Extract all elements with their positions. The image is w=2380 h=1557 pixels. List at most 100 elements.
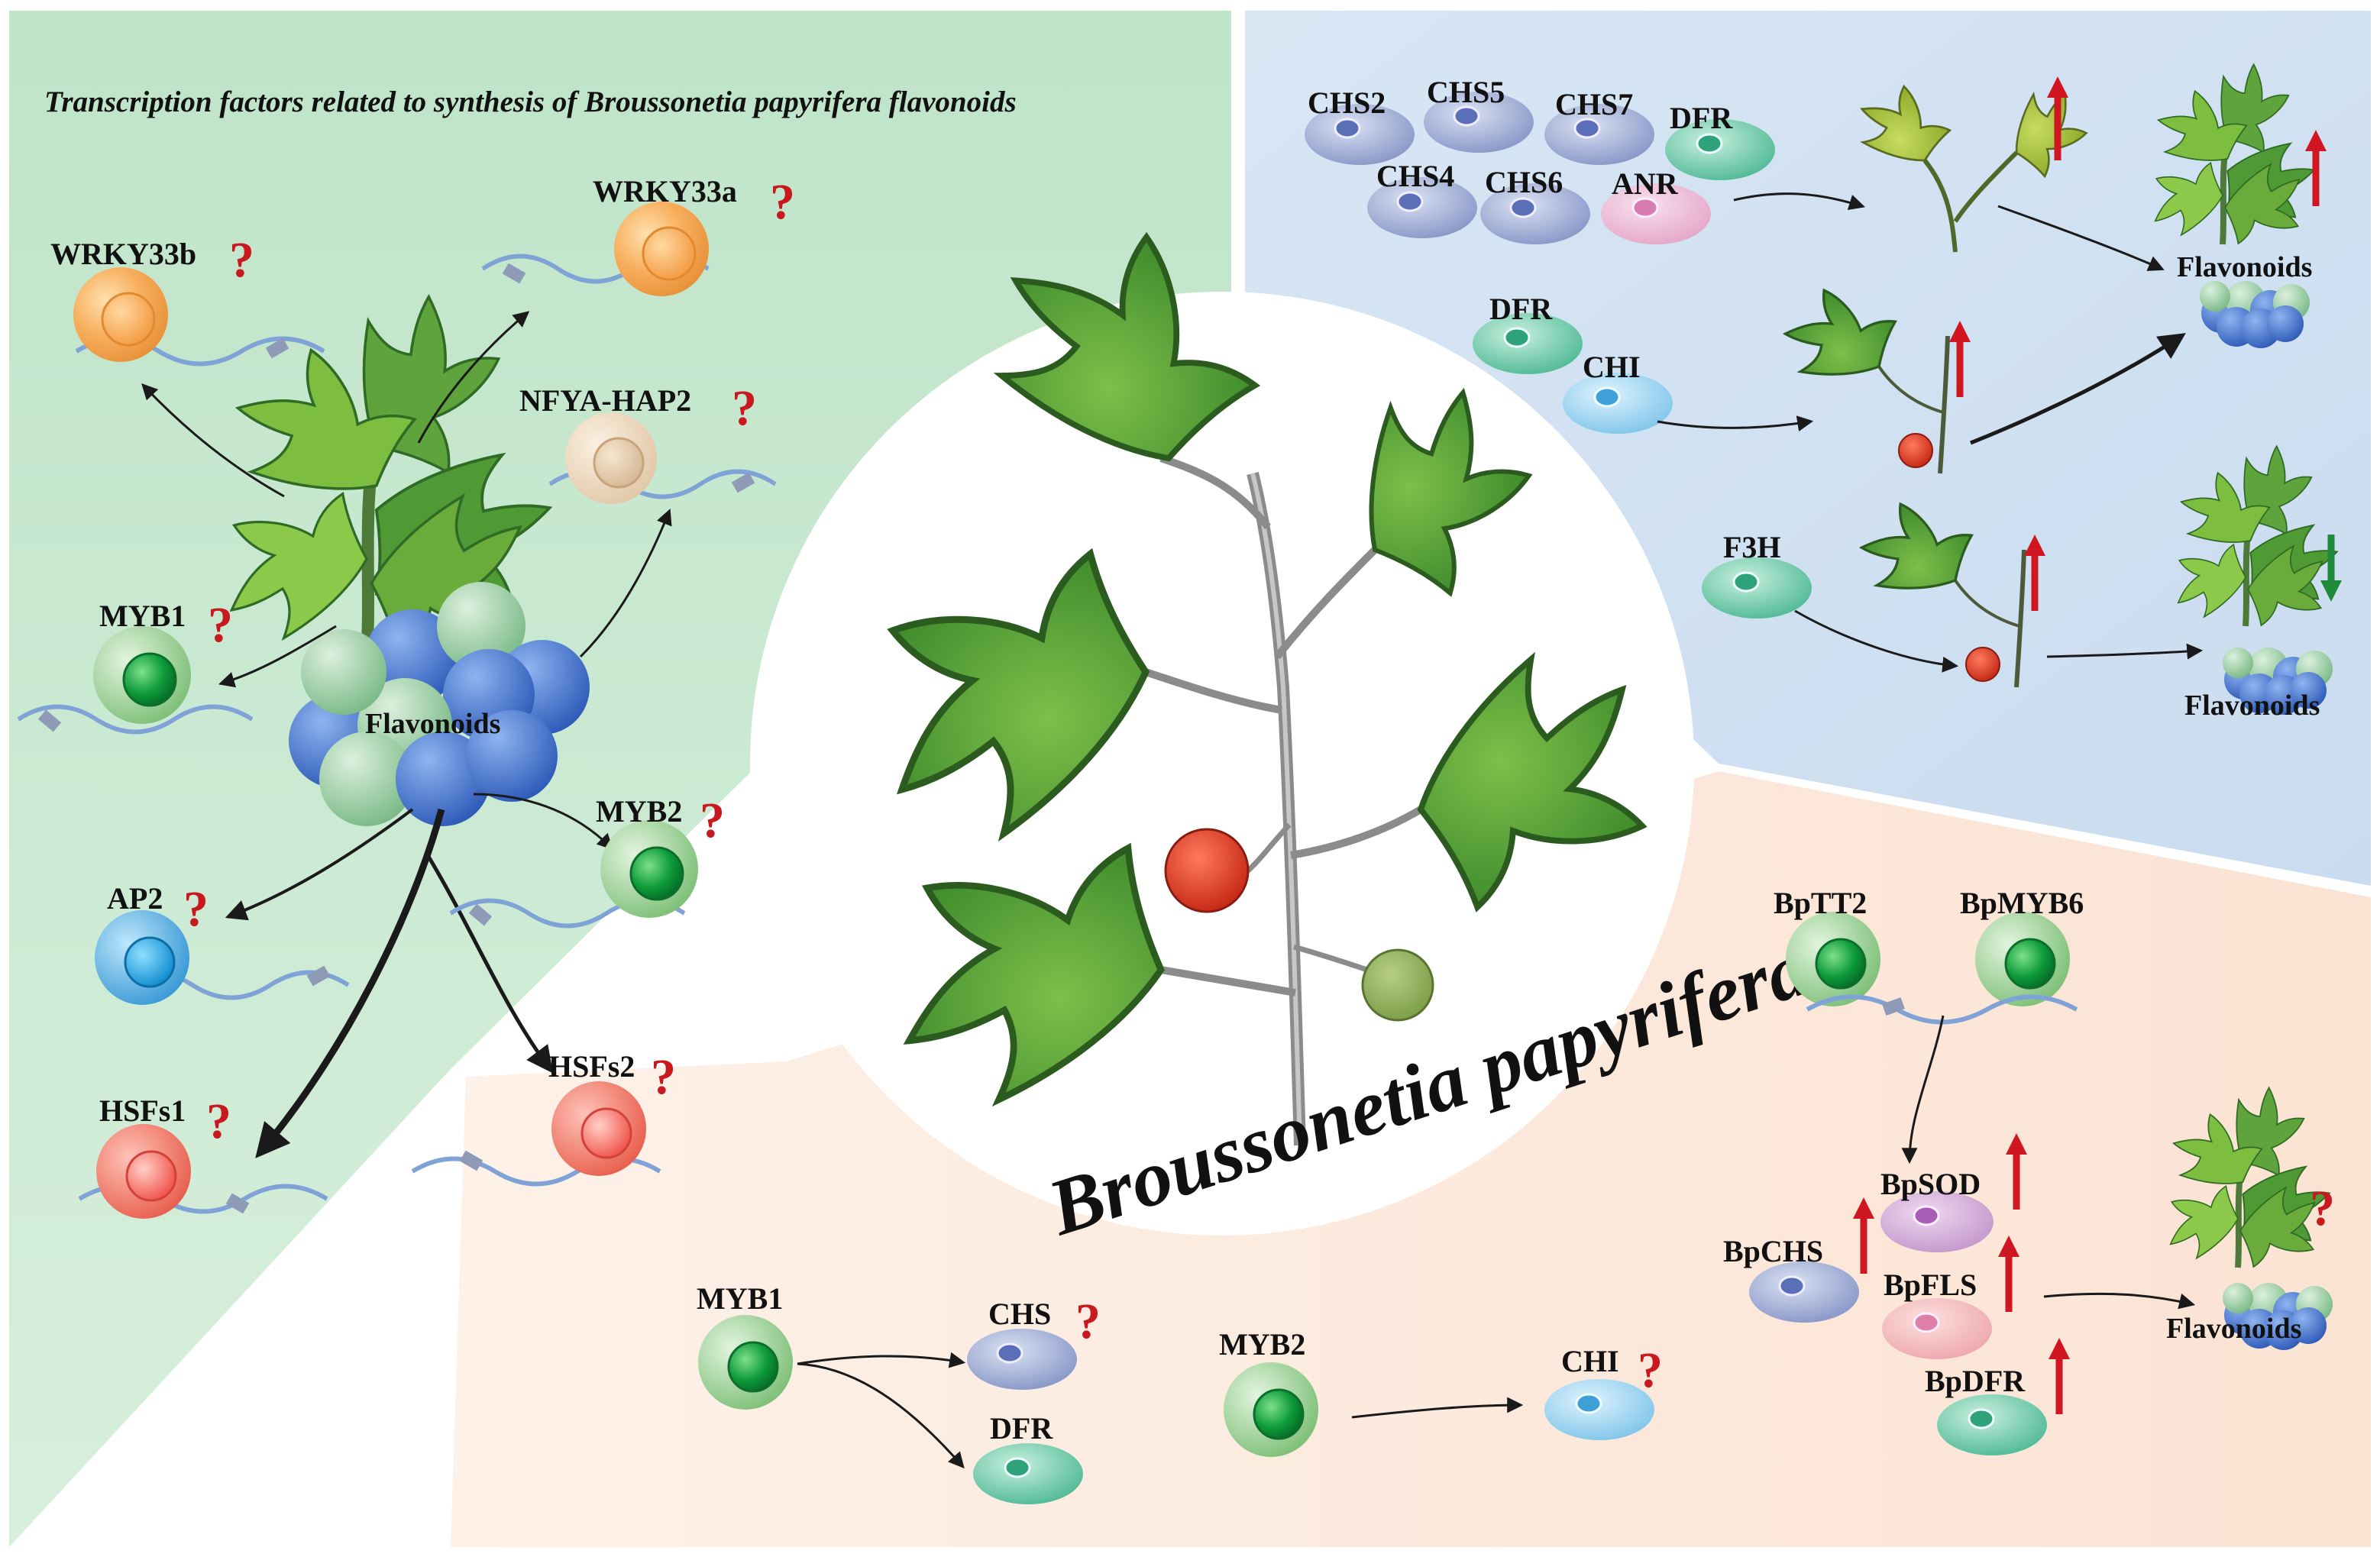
svg-text:BpCHS: BpCHS: [1723, 1234, 1823, 1268]
svg-text:CHS2: CHS2: [1308, 86, 1386, 120]
bottom-myb1: MYB1: [697, 1281, 793, 1410]
arrow-to-wrky33b: [141, 383, 285, 498]
svg-text:?: ?: [1638, 1342, 1663, 1398]
enzyme-dfr-top: DFR: [1665, 101, 1775, 180]
svg-text:WRKY33a: WRKY33a: [593, 174, 737, 208]
flavonoids-top-label: Flavonoids: [2177, 251, 2312, 283]
enzyme-chs6: CHS6: [1480, 165, 1590, 244]
enzyme-bpchs: BpCHS: [1723, 1234, 1859, 1323]
enzyme-chs7: CHS7: [1544, 87, 1654, 165]
tf-nfya-hap2: NFYA-HAP2 ?: [519, 380, 775, 504]
up-arrowhead-bpdfr: [2049, 1338, 2070, 1359]
svg-text:ANR: ANR: [1612, 166, 1679, 201]
svg-text:CHI: CHI: [1561, 1344, 1619, 1378]
arrow-chs-to-leaf: [1733, 192, 1866, 211]
arrow-to-hsfs1: [255, 808, 445, 1158]
tf-wrky33b: WRKY33b ?: [50, 232, 324, 364]
enzyme-chs5: CHS5: [1424, 75, 1534, 153]
arrow-to-ap2: [225, 808, 414, 921]
up-arrowhead-bpfls: [1998, 1236, 2019, 1257]
enzyme-bpfls: BpFLS: [1882, 1268, 1992, 1359]
svg-text:?: ?: [208, 597, 233, 653]
down-arrowhead-flavonoids-bottom: [2320, 580, 2342, 602]
arrow-to-myb1: [218, 625, 337, 688]
svg-text:?: ?: [183, 881, 209, 937]
left-flavonoid-cluster: [289, 582, 590, 826]
arrow-f3h-to-fruit: [1794, 609, 1959, 673]
left-panel-title: Transcription factors related to synthes…: [44, 86, 1017, 118]
svg-text:?: ?: [700, 793, 725, 848]
bottom-right-dna-binding: [1882, 997, 1905, 1016]
up-arrowhead-bpchs: [1853, 1197, 1874, 1219]
svg-text:WRKY33b: WRKY33b: [50, 237, 196, 271]
svg-text:CHS: CHS: [988, 1297, 1051, 1331]
svg-text:?: ?: [651, 1049, 676, 1105]
svg-text:MYB1: MYB1: [697, 1281, 783, 1316]
flavonoids-bottom-right-label: Flavonoids: [2166, 1313, 2301, 1345]
arrow-myb1-to-dfr: [797, 1362, 965, 1469]
up-arrowhead-flavonoids-top: [2305, 130, 2327, 151]
bpmyb6: BpMYB6: [1960, 886, 2084, 1006]
bottom-chi: CHI ?: [1544, 1342, 1663, 1440]
enzyme-bpdfr: BpDFR: [1925, 1364, 2047, 1455]
svg-text:F3H: F3H: [1723, 530, 1781, 564]
up-arrowhead-fruit-bottom: [2024, 535, 2045, 556]
svg-text:CHS5: CHS5: [1427, 75, 1505, 109]
svg-text:CHS4: CHS4: [1376, 159, 1454, 193]
svg-text:MYB2: MYB2: [596, 794, 682, 829]
arrow-fruit-to-flavonoids-bottom: [2046, 643, 2204, 660]
svg-text:DFR: DFR: [990, 1411, 1053, 1446]
svg-text:CHI: CHI: [1583, 350, 1641, 384]
tf-myb2: MYB2 ?: [451, 793, 725, 926]
arrow-fruit-to-flavonoids: [1970, 333, 2186, 445]
center-plant-illustration: [855, 203, 1675, 1146]
svg-text:BpMYB6: BpMYB6: [1960, 886, 2084, 920]
svg-text:?: ?: [229, 232, 254, 288]
up-arrowhead-yellow-leaf: [2047, 76, 2068, 98]
svg-text:?: ?: [732, 380, 757, 436]
bottom-chs: CHS ?: [967, 1294, 1101, 1390]
bottom-dfr: DFR: [973, 1411, 1083, 1504]
up-arrowhead-fruit-mid: [1949, 321, 1971, 342]
enzyme-chi-mid: CHI: [1563, 350, 1673, 434]
enzyme-f3h: F3H: [1702, 530, 1812, 619]
yellow-leaf-icon: [1845, 73, 2099, 253]
svg-text:AP2: AP2: [107, 881, 163, 916]
bptt2: BpTT2: [1774, 886, 1880, 1006]
svg-text:HSFs2: HSFs2: [548, 1049, 635, 1084]
svg-text:BpTT2: BpTT2: [1774, 886, 1867, 920]
svg-text:MYB2: MYB2: [1219, 1327, 1305, 1362]
fruit-branch-icon-mid: [1771, 276, 1950, 474]
svg-text:?: ?: [1075, 1294, 1101, 1349]
tf-hsfs1: HSFs1 ?: [79, 1093, 327, 1219]
arrow-dna-to-enzymes: [1901, 1015, 1945, 1165]
left-flavonoids-label: Flavonoids: [365, 708, 500, 740]
enzyme-chs2: CHS2: [1305, 86, 1415, 165]
flavonoids-bottom-right-question: ?: [2310, 1181, 2335, 1236]
svg-text:CHS6: CHS6: [1485, 165, 1563, 199]
svg-text:CHS7: CHS7: [1555, 87, 1633, 121]
up-arrowhead-bpsod: [2006, 1133, 2027, 1155]
fruit-branch-icon-bottom: [1848, 489, 2026, 688]
arrow-leaf-to-flavonoids: [1997, 205, 2165, 271]
svg-text:DFR: DFR: [1670, 101, 1733, 135]
arrow-chi-to-fruit: [1657, 415, 1814, 432]
svg-text:MYB1: MYB1: [99, 599, 186, 633]
tf-ap2: AP2 ?: [95, 881, 348, 1005]
svg-text:BpSOD: BpSOD: [1880, 1167, 1981, 1201]
arrow-to-hsfs2: [425, 854, 554, 1074]
svg-text:?: ?: [206, 1093, 231, 1149]
svg-text:BpFLS: BpFLS: [1884, 1268, 1977, 1302]
svg-text:HSFs1: HSFs1: [99, 1093, 186, 1128]
arrow-myb1-to-chs: [797, 1352, 966, 1368]
enzyme-anr: ANR: [1601, 166, 1711, 244]
svg-text:NFYA-HAP2: NFYA-HAP2: [519, 383, 691, 418]
flavonoids-bottom-label: Flavonoids: [2184, 690, 2320, 722]
enzyme-chs4: CHS4: [1367, 159, 1477, 238]
arrow-to-myb2: [473, 793, 613, 850]
arrow-to-wrky33a: [417, 311, 530, 444]
svg-text:?: ?: [770, 174, 795, 230]
tf-hsfs2: HSFs2 ?: [412, 1049, 676, 1184]
enzyme-bpsod: BpSOD: [1880, 1167, 1994, 1252]
